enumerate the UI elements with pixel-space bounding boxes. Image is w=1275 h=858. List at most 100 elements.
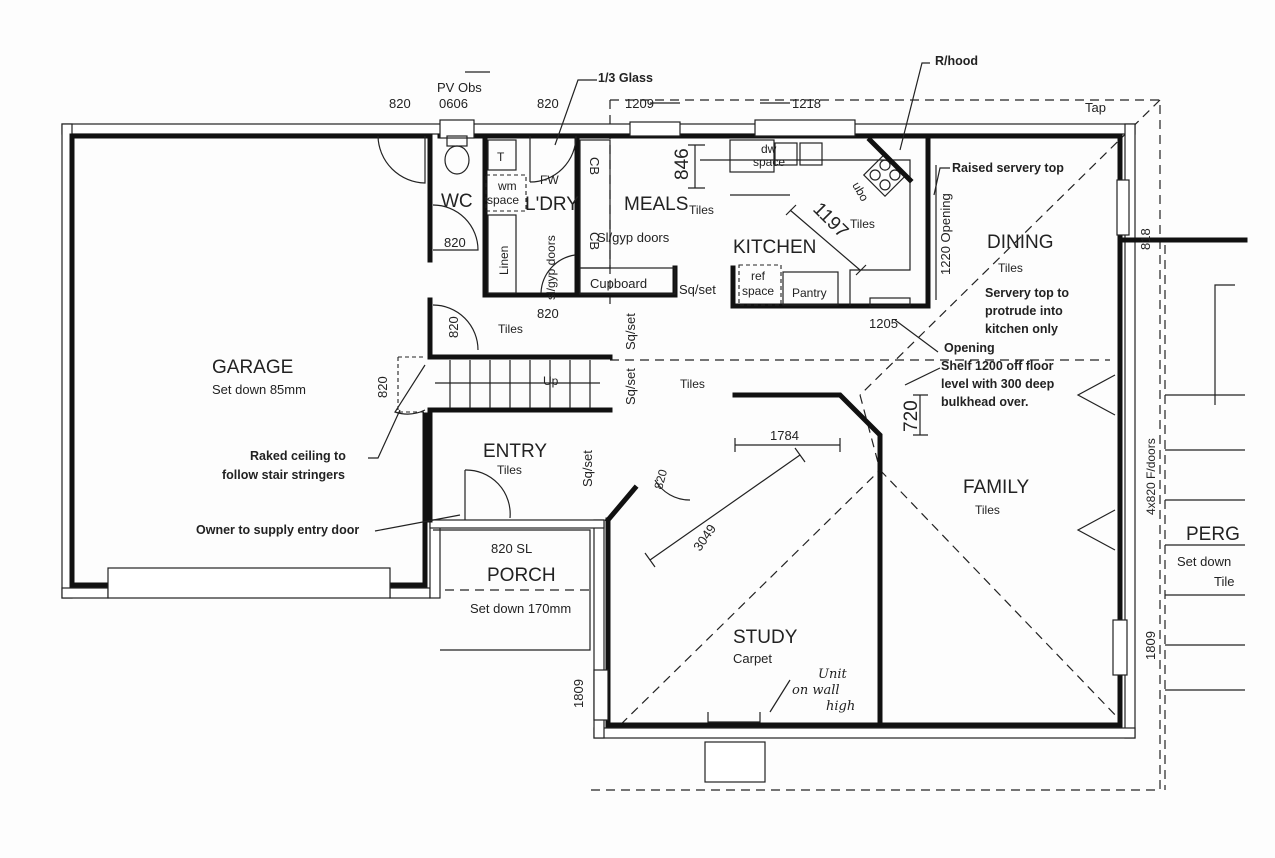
- wm-space-box: [485, 174, 527, 212]
- dim-1218: 1218: [792, 96, 821, 111]
- family-floor: Tiles: [975, 503, 1000, 517]
- servery-opening: [869, 297, 911, 307]
- room-dining: DINING: [987, 232, 1054, 253]
- window-1209: [629, 121, 681, 137]
- label-sqset-1: Sq/set: [623, 313, 638, 350]
- dim-1220-opening: 1220 Opening: [938, 193, 953, 275]
- note-owner-door: Owner to supply entry door: [196, 523, 359, 537]
- dim-ldry-door: 820: [537, 96, 559, 111]
- dw-space-box: [729, 139, 775, 173]
- note-shelf-2: level with 300 deep: [941, 377, 1055, 391]
- stair-hall-floor: Tiles: [680, 377, 705, 391]
- dim-818: 818: [1138, 228, 1153, 250]
- room-porch: PORCH: [487, 565, 556, 586]
- handwritten-high: high: [826, 699, 855, 714]
- room-garage: GARAGE: [212, 357, 293, 378]
- note-servery-1: Servery top to: [985, 286, 1069, 300]
- porch-note: Set down 170mm: [470, 601, 571, 616]
- label-wm-space: space: [487, 193, 519, 207]
- label-cb-top: CB: [587, 157, 602, 175]
- note-raked-1: Raked ceiling to: [250, 449, 346, 463]
- pergola-floor: Tile: [1214, 574, 1234, 589]
- note-servery-3: kitchen only: [985, 322, 1058, 336]
- room-wc: WC: [441, 191, 473, 212]
- label-wm: wm: [497, 179, 517, 193]
- dimension-lines: [368, 62, 950, 713]
- dim-3049: 3049: [690, 521, 719, 553]
- note-opening: Opening: [944, 341, 995, 355]
- note-raised-servery: Raised servery top: [952, 161, 1064, 175]
- porch-door: 820 SL: [491, 541, 532, 556]
- label-ubo: ubo: [849, 180, 871, 205]
- label-linen: Linen: [497, 246, 511, 275]
- pantry-box: [782, 271, 839, 306]
- label-fdoors: 4x820 F/doors: [1144, 438, 1158, 515]
- window-818: [1116, 179, 1130, 236]
- label-cupboard: Cupboard: [590, 276, 647, 291]
- label-sqset-2: Sq/set: [623, 368, 638, 405]
- fdoor-swings: [1076, 374, 1116, 551]
- dim-1205: 1205: [869, 316, 898, 331]
- kitchen-floor: Tiles: [850, 217, 875, 231]
- dim-1809-study: 1809: [571, 679, 586, 708]
- note-tap: Tap: [1085, 100, 1106, 115]
- label-fw: FW: [540, 173, 559, 187]
- rangehood: [866, 136, 914, 184]
- dim-1809-family: 1809: [1143, 631, 1158, 660]
- label-pv-obs: PV Obs: [437, 80, 482, 95]
- room-meals: MEALS: [624, 194, 688, 215]
- ldry-external-door: [529, 135, 577, 183]
- window-pv-obs: [439, 119, 475, 139]
- note-glass: 1/3 Glass: [598, 71, 653, 85]
- window-1809-family: [1112, 619, 1128, 676]
- wall-unit: [707, 712, 761, 723]
- label-meals-doors: Sl/gyp doors: [597, 230, 670, 245]
- label-pv-size: 0606: [439, 96, 468, 111]
- dim-1197: 1197: [808, 199, 852, 243]
- dim-720: 720: [901, 400, 922, 432]
- window-1218: [754, 119, 856, 137]
- internal-walls: [427, 133, 1248, 728]
- stairs: [435, 360, 600, 408]
- unit-box: [704, 741, 766, 783]
- label-stairs-up: Up: [543, 374, 559, 388]
- dim-study-door: 820: [651, 467, 670, 490]
- label-ref-space: space: [742, 284, 774, 298]
- linen-box: [487, 214, 517, 294]
- dim-1784: 1784: [770, 428, 799, 443]
- toilet-icon: [444, 145, 470, 175]
- external-walls: [61, 123, 1136, 739]
- room-laundry: L'DRY: [525, 194, 579, 215]
- dim-garage-door: 820: [389, 96, 411, 111]
- room-entry: ENTRY: [483, 441, 547, 462]
- sink-icon: [799, 142, 823, 166]
- label-dw-space: space: [753, 155, 785, 169]
- garage-note: Set down 85mm: [212, 382, 306, 397]
- pergola-rafters: [1165, 284, 1245, 691]
- tub-box: [487, 139, 517, 171]
- note-shelf-3: bulkhead over.: [941, 395, 1029, 409]
- dim-wc-door: 820: [444, 235, 466, 250]
- window-1809-study: [593, 669, 609, 721]
- label-sqset-cupboard: Sq/set: [679, 282, 716, 297]
- note-servery-2: protrude into: [985, 304, 1063, 318]
- ref-space-box: [738, 264, 782, 306]
- porch-step: [433, 529, 591, 651]
- dim-garage-side-door: 820: [375, 376, 390, 398]
- door-swings: [377, 135, 691, 520]
- sink-icon: [774, 142, 798, 166]
- label-tub: T: [497, 150, 505, 164]
- room-family: FAMILY: [963, 477, 1029, 498]
- cb-column: [579, 139, 611, 269]
- room-kitchen: KITCHEN: [733, 237, 816, 258]
- label-dw: dw: [761, 142, 777, 156]
- room-study: STUDY: [733, 627, 798, 648]
- entry-floor: Tiles: [497, 463, 522, 477]
- note-rhood: R/hood: [935, 54, 978, 68]
- note-raked-2: follow stair stringers: [222, 468, 345, 482]
- dim-hall-820: 820: [537, 306, 559, 321]
- label-ref: ref: [751, 269, 766, 283]
- handwritten-on-wall: on wall: [792, 683, 840, 698]
- label-ldry-doors: sl/gyp doors: [544, 235, 558, 300]
